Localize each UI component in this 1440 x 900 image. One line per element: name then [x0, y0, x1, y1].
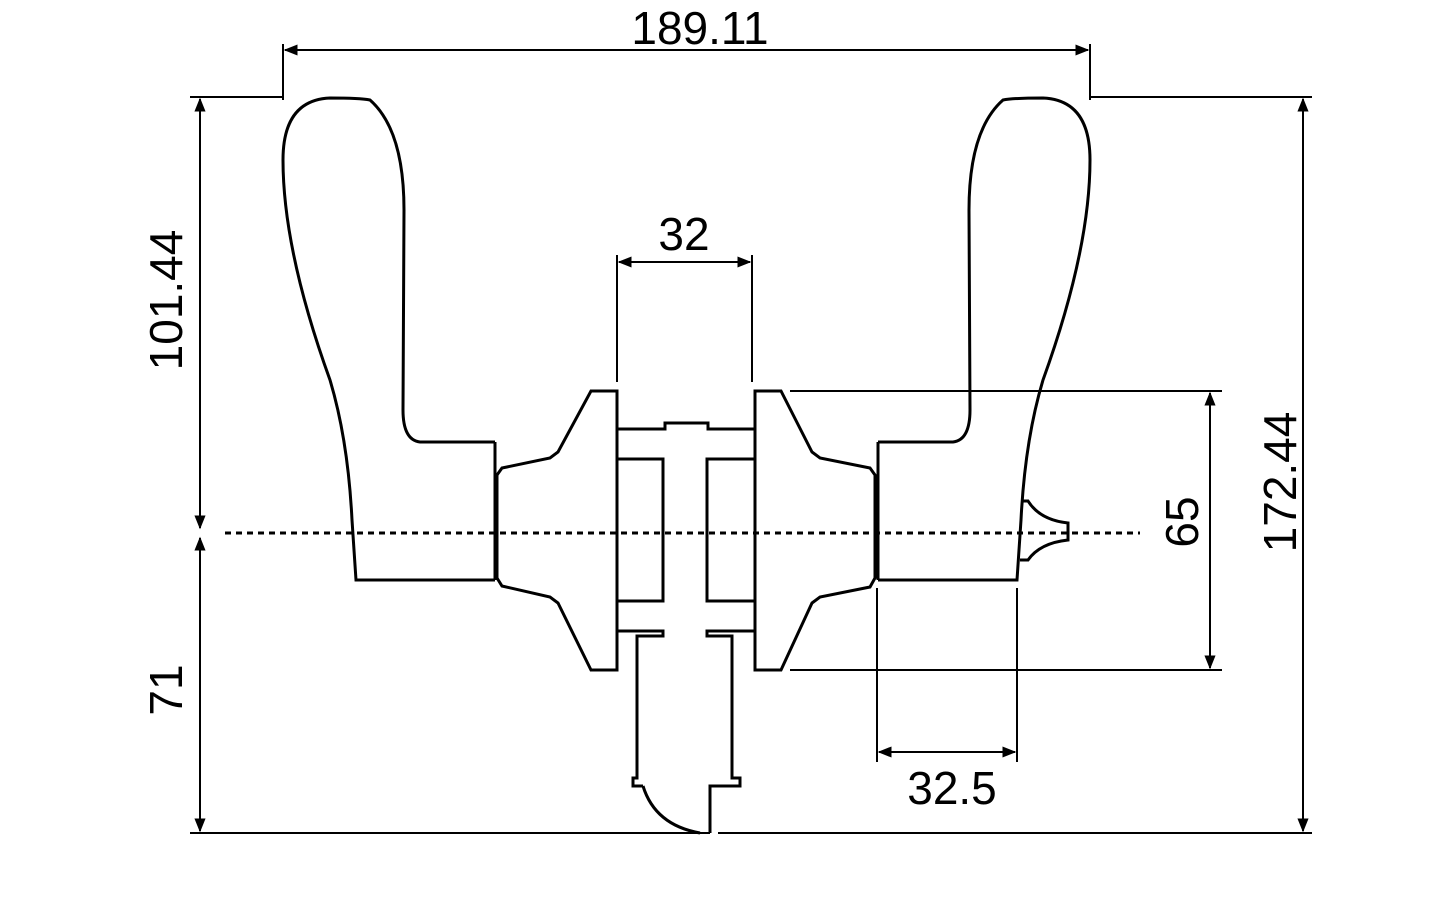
dim-label-rose-diameter: 65 — [1156, 496, 1208, 547]
dim-label-upper-height: 101.44 — [140, 230, 192, 371]
dim-rose-diameter: 65 — [790, 390, 1222, 671]
dim-left-heights: 101.44 71 — [140, 96, 710, 834]
dim-overall-width: 189.11 — [282, 2, 1091, 100]
dim-rose-gap: 32 — [616, 208, 753, 382]
right-rose — [753, 389, 877, 672]
dim-label-lever-projection: 32.5 — [907, 762, 997, 814]
lock-body — [617, 421, 755, 835]
dim-lever-projection: 32.5 — [876, 588, 1018, 814]
left-rose — [495, 389, 619, 672]
right-lever — [876, 96, 1092, 582]
dim-overall-height: 172.44 — [718, 96, 1312, 834]
left-lever — [281, 96, 495, 582]
dim-label-overall-height: 172.44 — [1254, 412, 1306, 553]
dim-label-lower-height: 71 — [140, 664, 192, 715]
dim-label-overall-width: 189.11 — [631, 2, 768, 54]
dim-label-rose-gap: 32 — [658, 208, 709, 260]
thumb-turn — [1020, 499, 1070, 562]
